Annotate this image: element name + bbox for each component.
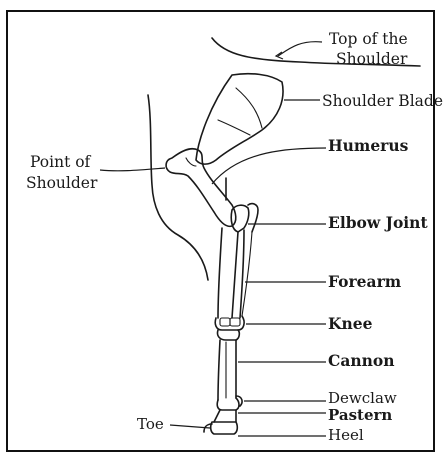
label-point-of-shoulder-1: Point of — [30, 153, 92, 171]
forearm-bones — [218, 228, 252, 318]
cannon-bone — [218, 340, 236, 400]
label-top-of-shoulder-2: Shoulder — [336, 50, 408, 68]
label-heel: Heel — [328, 426, 364, 444]
knee-bones — [215, 316, 244, 340]
label-dewclaw: Dewclaw — [328, 389, 397, 407]
shoulder-blade-bone — [196, 74, 283, 164]
label-top-of-shoulder-1: Top of the — [329, 30, 408, 48]
leader-lines — [100, 42, 326, 436]
label-elbow-joint: Elbow Joint — [328, 213, 428, 232]
label-humerus: Humerus — [328, 136, 409, 155]
label-knee: Knee — [328, 314, 373, 333]
label-point-of-shoulder-2: Shoulder — [26, 174, 98, 192]
label-pastern: Pastern — [328, 406, 392, 424]
label-shoulder-blade: Shoulder Blade — [322, 92, 443, 110]
label-cannon: Cannon — [328, 351, 395, 370]
label-toe: Toe — [137, 415, 164, 433]
body-outline — [148, 38, 420, 280]
label-forearm: Forearm — [328, 272, 402, 291]
